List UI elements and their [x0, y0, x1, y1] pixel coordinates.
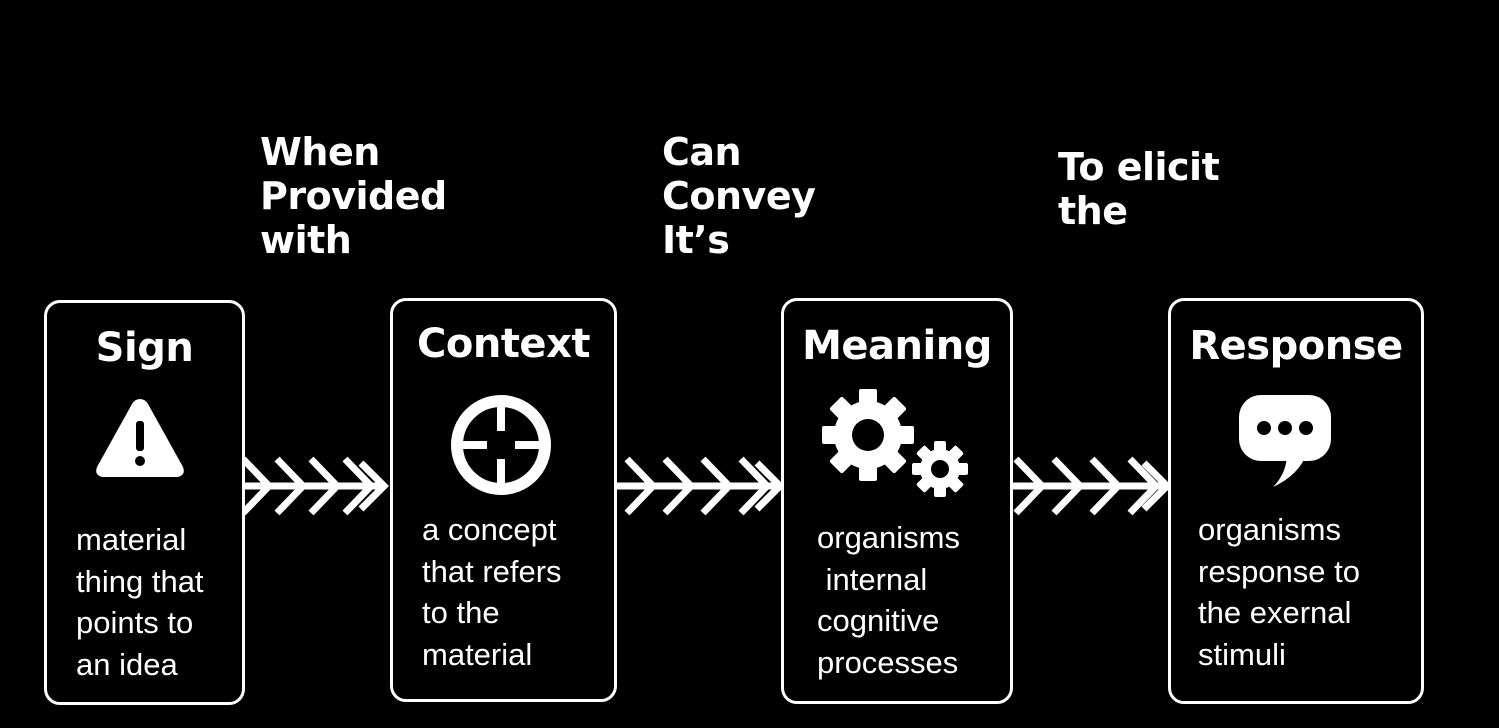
speech-bubble-icon — [1239, 395, 1331, 487]
chevron-arrows-icon — [243, 456, 389, 516]
stage-description: a concept that refers to the material — [422, 512, 562, 672]
stage-title: Meaning — [802, 323, 992, 369]
stage-context-box: Context a concept that refers to the mat… — [390, 298, 617, 702]
stage-description: organisms internal cognitive processes — [817, 520, 960, 680]
chevron-arrows-icon — [1012, 456, 1172, 516]
chevron-arrows-icon — [617, 456, 785, 516]
stage-title: Context — [417, 321, 590, 367]
stage-description: material thing that points to an idea — [76, 522, 204, 682]
crosshair-icon — [451, 395, 551, 495]
stage-response-box: Response organisms response to the exern… — [1168, 298, 1424, 704]
stage-title: Sign — [95, 325, 194, 371]
stage-meaning-box: Meaning — [781, 298, 1013, 704]
connector-label-3: To elicit the — [1058, 145, 1220, 233]
connector-label-1: When Provided with — [260, 130, 447, 262]
stage-title: Response — [1189, 323, 1403, 369]
gears-icon — [822, 389, 968, 497]
warning-icon — [96, 399, 184, 477]
connector-label-2: Can Convey It’s — [662, 130, 816, 262]
stage-sign-box: Sign material thing that points to an id… — [44, 300, 245, 705]
stage-description: organisms response to the exernal stimul… — [1198, 512, 1360, 672]
